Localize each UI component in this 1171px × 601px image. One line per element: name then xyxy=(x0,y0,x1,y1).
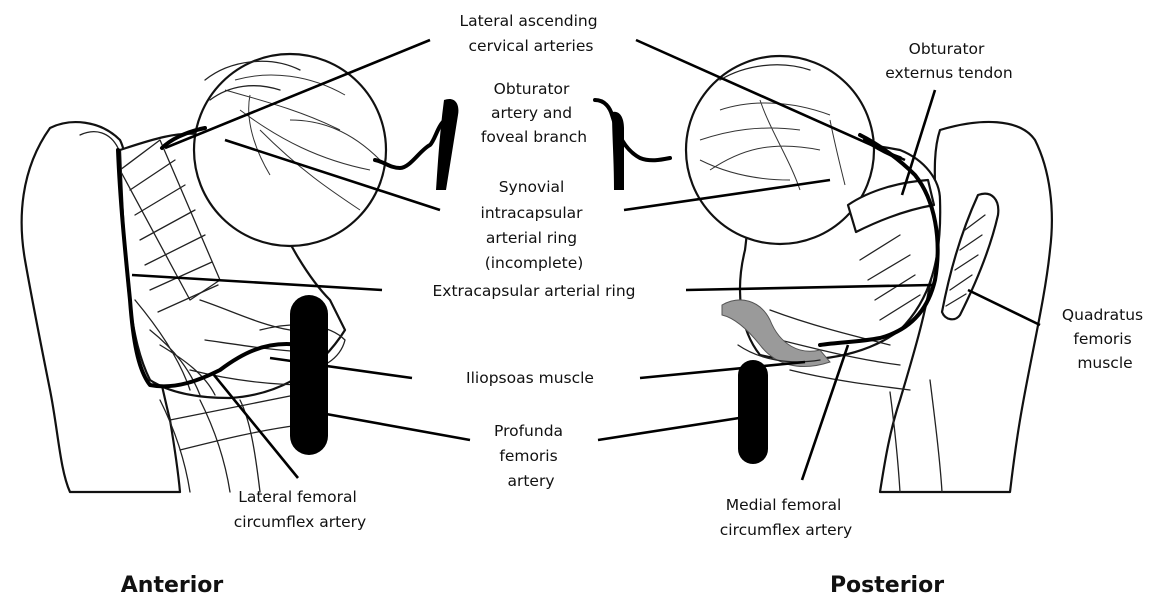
view-label-posterior: Posterior xyxy=(830,573,944,598)
label-lateral-ascending-cervical-arteries: Lateral ascending cervical arteries xyxy=(459,12,602,55)
posterior-profunda-femoris xyxy=(738,360,768,464)
label-lateral-femoral-circumflex-artery: Lateral femoral circumflex artery xyxy=(234,488,366,531)
label-profunda-femoris-artery: Profunda femoris artery xyxy=(494,422,568,490)
label-obturator-externus-tendon: Obturator externus tendon xyxy=(885,40,1012,82)
leader-profunda-right xyxy=(598,416,752,440)
posterior-obturator-vessel xyxy=(612,112,624,190)
leader-profunda-left xyxy=(315,412,470,440)
anterior-obturator-vessel xyxy=(436,99,458,190)
leader-iliopsoas-right xyxy=(640,362,805,378)
anterior-femoral-head xyxy=(194,54,386,246)
label-obturator-artery: Obturator artery and foveal branch xyxy=(481,80,587,146)
label-quadratus-femoris-muscle: Quadratus femoris muscle xyxy=(1062,306,1148,372)
label-medial-femoral-circumflex-artery: Medial femoral circumflex artery xyxy=(720,496,852,539)
posterior-femoral-head xyxy=(686,56,874,244)
view-label-anterior: Anterior xyxy=(121,573,224,598)
label-iliopsoas-muscle: Iliopsoas muscle xyxy=(466,369,594,387)
anterior-profunda-femoris xyxy=(290,295,328,455)
anterior-femur-illustration xyxy=(22,54,386,492)
label-extracapsular-arterial-ring: Extracapsular arterial ring xyxy=(432,282,635,300)
posterior-obturator-artery xyxy=(595,100,670,160)
label-synovial-intracapsular-ring: Synovial intracapsular arterial ring (in… xyxy=(481,178,588,272)
